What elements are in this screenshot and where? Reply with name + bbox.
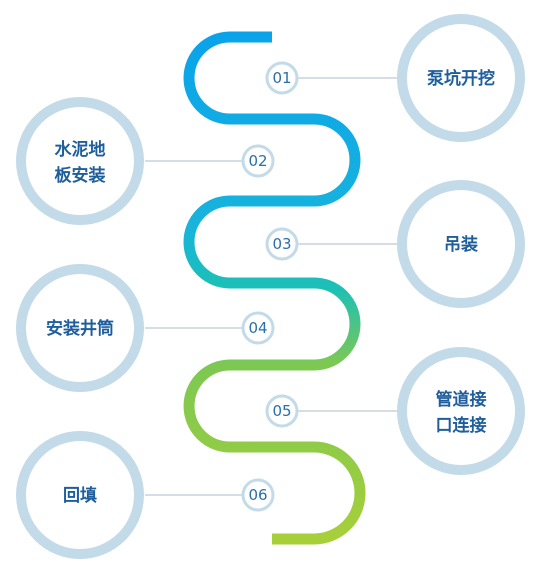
step-circle-05: 管道接 口连接 <box>397 347 525 475</box>
step-number-05-text: 05 <box>272 402 291 420</box>
step-circle-06: 回填 <box>16 431 144 559</box>
step-label-02-line2: 板安装 <box>55 165 106 186</box>
step-number-02: 02 <box>241 144 275 178</box>
step-number-03-text: 03 <box>272 235 291 253</box>
step-number-06-text: 06 <box>248 486 267 504</box>
step-label-01: 泵坑开挖 <box>427 68 495 89</box>
step-number-06: 06 <box>241 478 275 512</box>
step-number-04: 04 <box>241 311 275 345</box>
step-number-01-text: 01 <box>272 69 291 87</box>
step-circle-03: 吊装 <box>397 180 525 308</box>
step-label-02-line1: 水泥地 <box>55 139 106 160</box>
step-label-06: 回填 <box>63 485 97 506</box>
step-number-04-text: 04 <box>248 319 267 337</box>
step-number-01: 01 <box>265 61 299 95</box>
step-circle-04: 安装井筒 <box>16 264 144 392</box>
step-label-03: 吊装 <box>444 234 478 255</box>
step-number-02-text: 02 <box>248 152 267 170</box>
step-label-04: 安装井筒 <box>46 318 114 339</box>
step-label-05-line2: 口连接 <box>436 415 487 436</box>
step-label-05-line1: 管道接 <box>436 389 487 410</box>
connectors <box>145 77 401 496</box>
serpentine-path <box>183 31 366 545</box>
step-number-03: 03 <box>265 227 299 261</box>
step-circle-01: 泵坑开挖 <box>397 14 525 142</box>
step-number-05: 05 <box>265 394 299 428</box>
step-circle-02: 水泥地 板安装 <box>16 97 144 225</box>
